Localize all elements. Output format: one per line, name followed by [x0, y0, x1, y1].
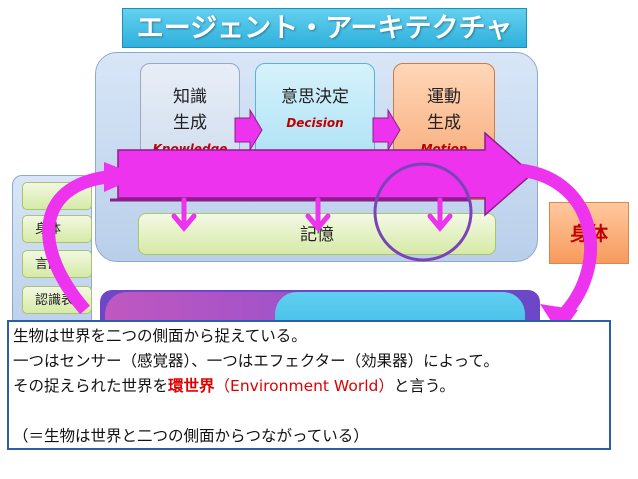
down-arrow-1 [171, 197, 197, 232]
umwelt-english: （Environment World） [214, 377, 394, 395]
text-line-3: その捉えられた世界を環世界（Environment World）と言う。 [13, 374, 605, 399]
decision-label-en: Decision [286, 116, 344, 130]
curved-arrow-left [42, 169, 126, 315]
text-line-2: 一つはセンサー（感覚器）、一つはエフェクター（効果器）によって。 [13, 352, 499, 370]
motion-label-2: 生成 [427, 113, 461, 133]
side-item-recognition: 認識表 [22, 286, 92, 314]
text-line-3-suffix: と言う。 [393, 377, 455, 395]
flow-arrow-main [117, 131, 534, 217]
text-line-1: 生物は世界を二つの側面から捉えている。 [13, 327, 307, 345]
arrow-knowledge-to-decision [234, 108, 263, 152]
knowledge-label-2: 生成 [173, 113, 207, 133]
page-title: エージェント・アーキテクチャ [122, 8, 527, 48]
text-line-blank [13, 399, 605, 424]
curved-arrow-right-head [540, 304, 578, 335]
text-line-4: （＝生物は世界と二つの側面からつながっている） [13, 427, 369, 445]
curved-arrow-left-head [104, 162, 140, 192]
decision-label: 意思決定 [281, 87, 349, 107]
curved-arrow-right [518, 163, 597, 323]
umwelt-term: 環世界 [168, 377, 215, 395]
motion-label-1: 運動 [427, 87, 461, 107]
focus-ellipse [373, 162, 473, 262]
arrow-decision-to-motion [372, 108, 401, 152]
down-arrow-3 [427, 197, 453, 232]
knowledge-label-1: 知識 [173, 87, 207, 107]
side-item-body: 身体 [22, 215, 92, 243]
text-line-3-prefix: その捉えられた世界を [13, 377, 169, 395]
down-arrow-2 [305, 197, 331, 232]
explanation-textbox: 生物は世界を二つの側面から捉えている。 一つはセンサー（感覚器）、一つはエフェク… [7, 320, 611, 450]
